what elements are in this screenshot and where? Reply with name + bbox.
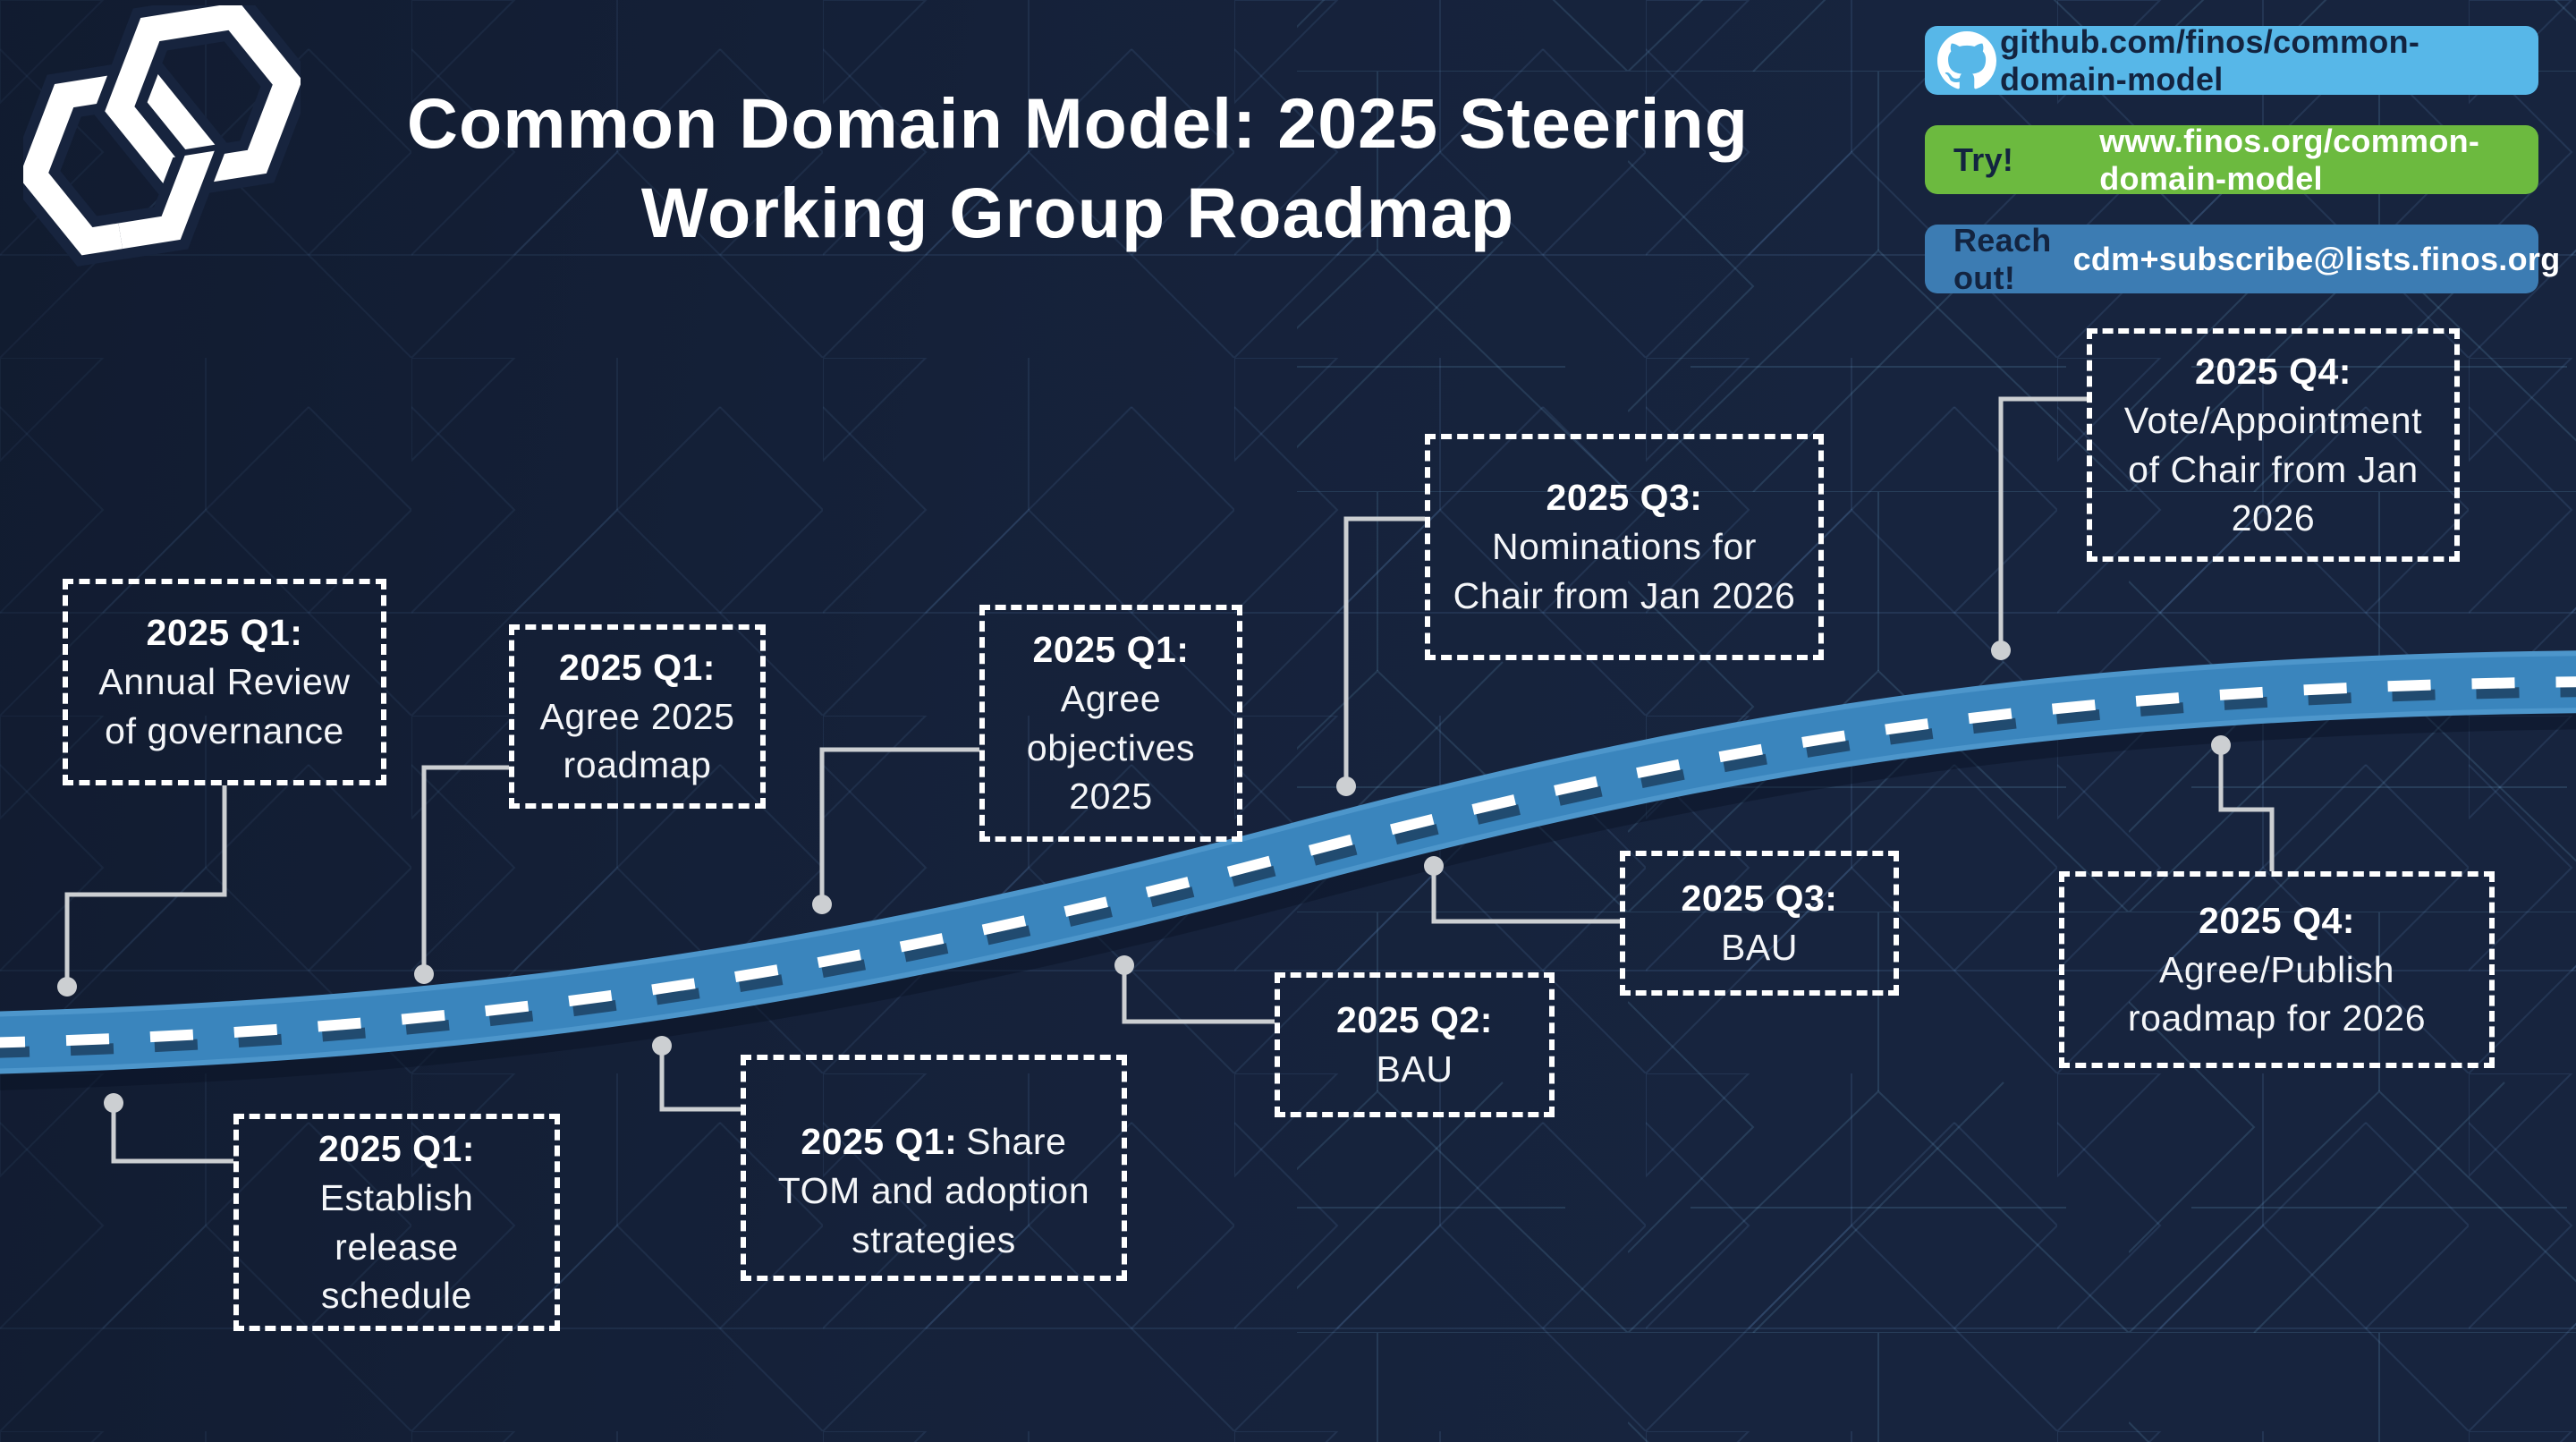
milestone-q1-tom-adoption: 2025 Q1:Share TOM and adoption strategie… (741, 1055, 1127, 1281)
milestone-q1-roadmap: 2025 Q1: Agree 2025 roadmap (509, 624, 766, 809)
milestone-quarter: 2025 Q2: (1336, 999, 1493, 1041)
page-title: Common Domain Model: 2025 Steering Worki… (215, 79, 1941, 259)
milestone-text: Agree objectives 2025 (1026, 677, 1196, 818)
dot-nominate (1336, 776, 1356, 796)
milestone-quarter: 2025 Q4: (2199, 899, 2355, 941)
cdm-logo (23, 5, 301, 267)
milestone-text: Vote/Appointment of Chair from Jan 2026 (2123, 399, 2423, 539)
reach-out-badge[interactable]: Reach out! cdm+subscribe@lists.finos.org (1925, 222, 2560, 296)
milestone-text: Agree/Publish roadmap for 2026 (2127, 948, 2427, 1039)
reach-prefix: Reach out! (1953, 221, 2052, 296)
milestone-text: Share TOM and adoption strategies (777, 1121, 1090, 1260)
page-title-line2: Working Group Roadmap (640, 173, 1515, 253)
milestone-q4-vote-chair: 2025 Q4: Vote/Appointment of Chair from … (2087, 328, 2460, 562)
connector-nominate (1343, 516, 1425, 784)
connector-establish (111, 1106, 233, 1164)
dot-publish (2211, 735, 2231, 755)
connector-lines (64, 396, 2275, 1164)
github-link-label: github.com/finos/common-domain-model (2000, 22, 2420, 98)
milestone-quarter: 2025 Q1: (801, 1121, 958, 1162)
milestone-q3-nominations: 2025 Q3: Nominations for Chair from Jan … (1425, 434, 1824, 660)
milestone-text: Nominations for Chair from Jan 2026 (1453, 526, 1796, 616)
connector-objectives (819, 747, 979, 902)
try-prefix: Try! (1953, 140, 2014, 178)
dot-roadmap (414, 964, 434, 984)
milestone-quarter: 2025 Q3: (1681, 878, 1838, 920)
connector-q2bau (1122, 968, 1275, 1024)
milestone-quarter: 2025 Q3: (1546, 477, 1703, 519)
milestone-quarter: 2025 Q1: (146, 612, 303, 654)
road-dashes (0, 676, 2576, 1048)
dot-vote (1991, 640, 2011, 660)
dot-q2bau (1114, 955, 1134, 975)
milestone-text: Annual Review of governance (98, 661, 351, 751)
try-link-badge[interactable]: Try! www.finos.org/common-domain-model (1925, 123, 2538, 197)
connector-roadmap (421, 765, 509, 971)
try-link-label: www.finos.org/common-domain-model (2099, 122, 2480, 197)
milestone-quarter: 2025 Q1: (559, 646, 716, 688)
milestone-text: Agree 2025 roadmap (539, 695, 735, 786)
milestone-quarter: 2025 Q1: (318, 1127, 475, 1169)
dot-establish (104, 1093, 123, 1113)
github-link-badge[interactable]: github.com/finos/common-domain-model (1925, 22, 2538, 98)
milestone-text: BAU (1376, 1048, 1453, 1090)
connector-dots (57, 640, 2231, 1113)
milestone-q4-publish-roadmap: 2025 Q4: Agree/Publish roadmap for 2026 (2059, 871, 2495, 1068)
connector-publish (2218, 748, 2275, 871)
milestone-text: Establish release schedule (319, 1176, 474, 1317)
milestone-text: BAU (1720, 927, 1799, 968)
connector-governance (64, 785, 227, 982)
reach-email-label: cdm+subscribe@lists.finos.org (2072, 240, 2561, 277)
milestone-quarter: 2025 Q1: (1032, 628, 1190, 670)
milestone-q1-objectives: 2025 Q1: Agree objectives 2025 (979, 605, 1242, 842)
road-dash-shadow (0, 686, 2576, 1058)
page-title-line1: Common Domain Model: 2025 Steering (406, 83, 1750, 163)
milestone-q1-release-schedule: 2025 Q1: Establish release schedule (233, 1114, 560, 1331)
connector-tom (659, 1048, 741, 1112)
milestone-q2-bau: 2025 Q2: BAU (1275, 972, 1555, 1117)
dot-q3bau (1424, 856, 1444, 876)
connector-q3bau (1431, 869, 1620, 924)
dot-tom (652, 1036, 672, 1056)
dot-objectives (812, 895, 832, 914)
connector-vote (1998, 396, 2087, 648)
github-octocat-icon (1937, 30, 1996, 89)
milestone-q1-governance: 2025 Q1: Annual Review of governance (63, 579, 386, 785)
dot-governance (57, 977, 77, 997)
milestone-q3-bau: 2025 Q3: BAU (1620, 851, 1899, 996)
milestone-quarter: 2025 Q4: (2195, 350, 2351, 392)
